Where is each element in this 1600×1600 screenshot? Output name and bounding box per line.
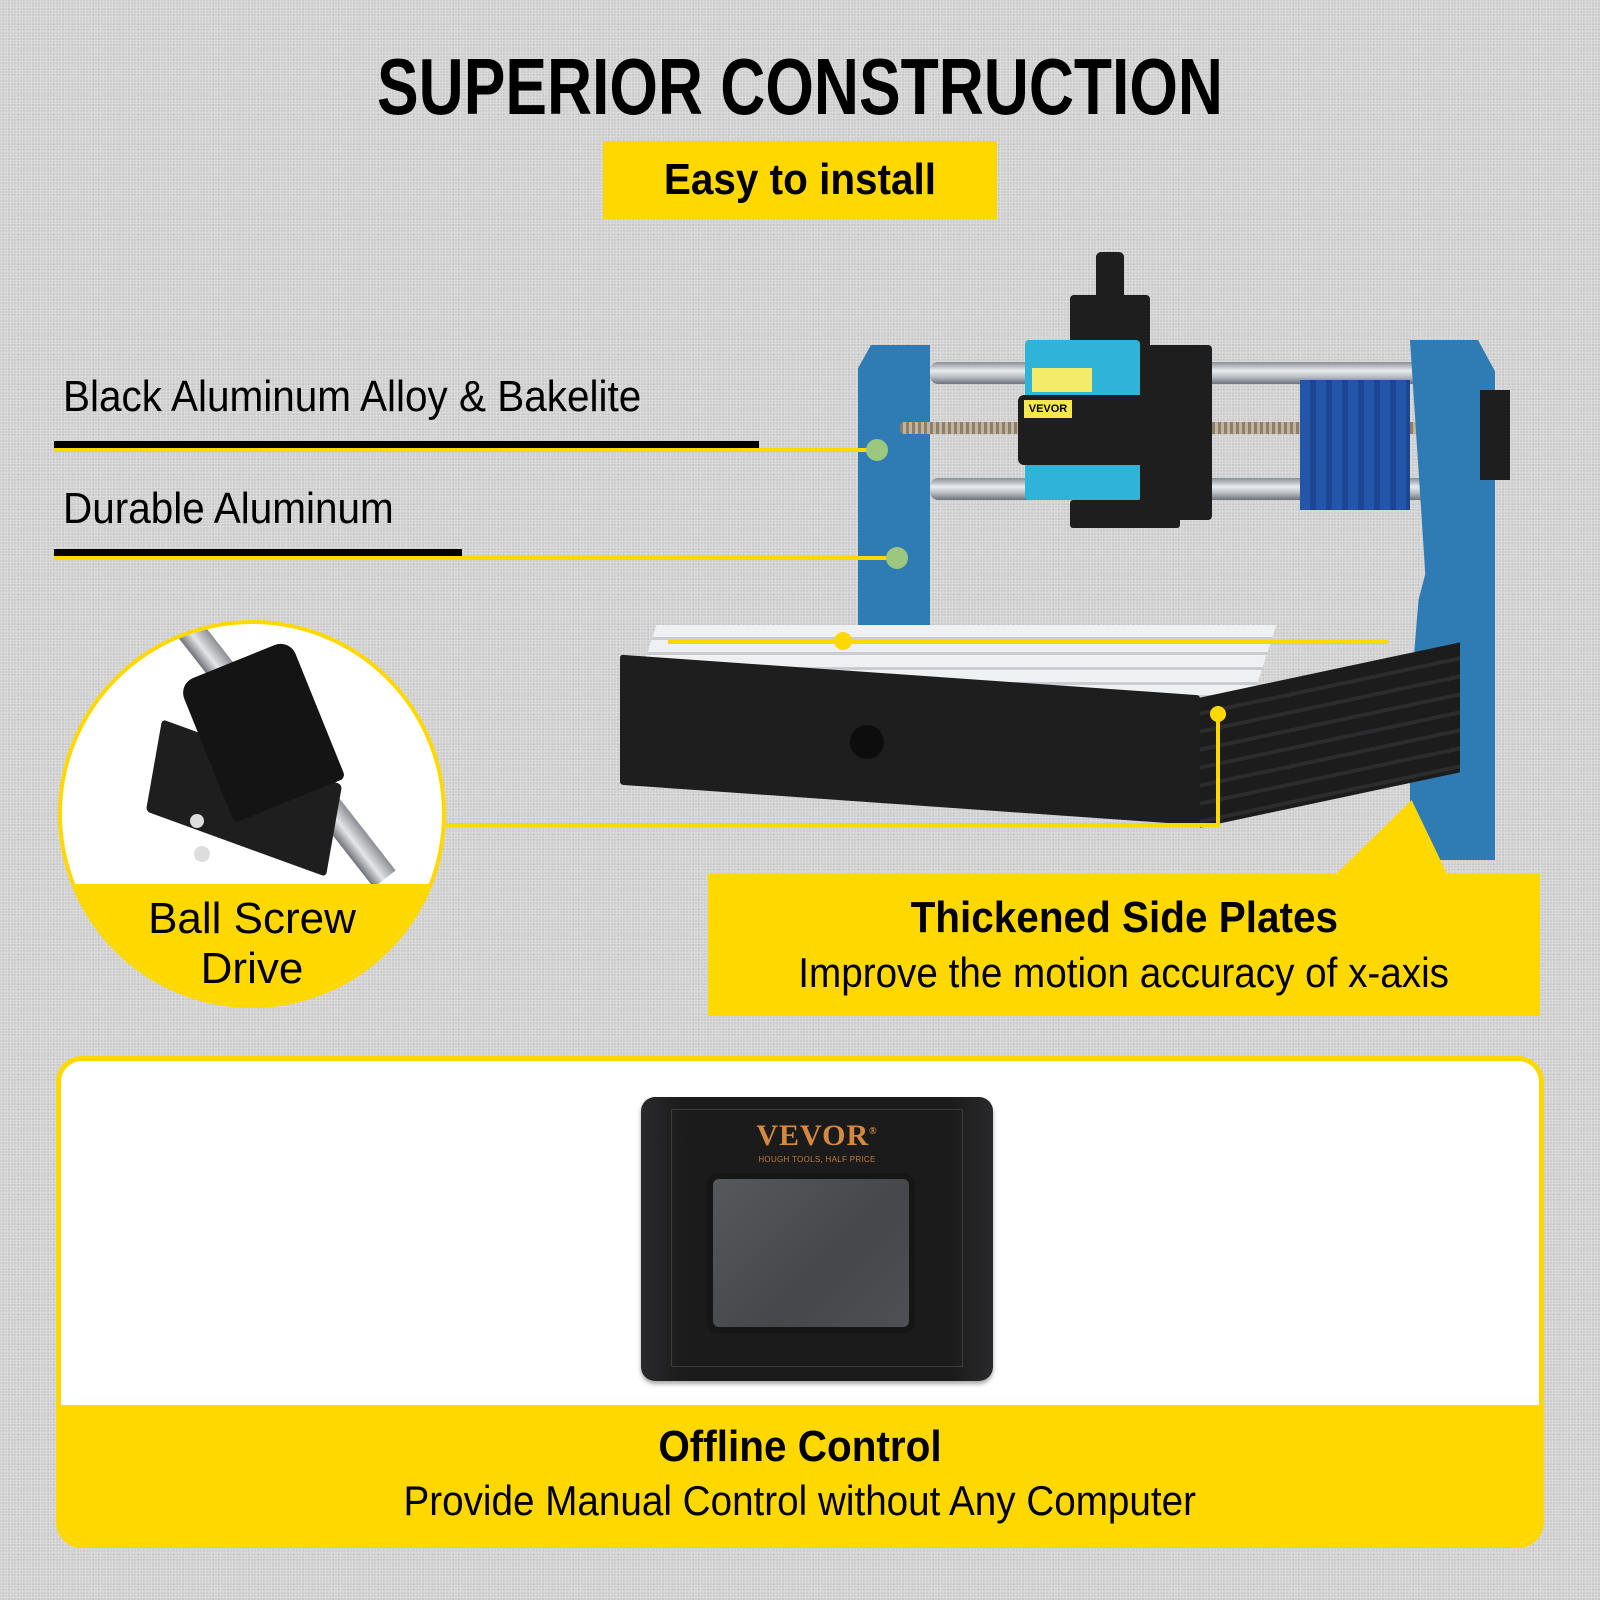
toolhead-base [1070,500,1180,528]
ball-screw-label-line2: Drive [200,944,304,993]
laser-caution-label [1032,368,1092,392]
side-plates-description: Improve the motion accuracy of x-axis [798,949,1450,996]
ball-screw-label-line1: Ball Screw [148,894,356,943]
side-plates-title: Thickened Side Plates [910,893,1338,942]
cnc-machine-image: VEVOR [600,250,1510,860]
offline-control-panel: VEVOR® HOUGH TOOLS, HALF PRICE Offline C… [56,1056,1544,1548]
brand-tagline: HOUGH TOOLS, HALF PRICE [758,1155,876,1164]
mounting-hole-top [190,814,204,828]
ball-screw-detail: Ball Screw Drive [58,620,446,1008]
label-black-aluminum: Black Aluminum Alloy & Bakelite [63,372,642,421]
offline-control-caption: Offline Control Provide Manual Control w… [61,1405,1539,1543]
side-plates-callout: Thickened Side Plates Improve the motion… [708,874,1540,1016]
x-axis-motor [1480,390,1510,480]
front-knob [850,725,884,759]
easy-install-label: Easy to install [663,155,937,204]
callout-dot-bed [834,632,852,650]
label-durable-aluminum-underline [54,549,462,557]
offline-control-description: Provide Manual Control without Any Compu… [403,1477,1197,1524]
label-durable-aluminum: Durable Aluminum [63,484,394,533]
mounting-hole-bottom [194,846,210,862]
offline-control-title: Offline Control [658,1422,942,1471]
callout-dot-ball-screw [1210,706,1226,722]
screen-glass [713,1179,909,1327]
laser-brand-label: VEVOR [1024,400,1072,418]
offline-controller-image: VEVOR® HOUGH TOOLS, HALF PRICE [641,1097,993,1381]
left-side-plate [858,345,930,635]
leader-line-bed [668,640,1388,644]
label-black-aluminum-underline [54,441,759,449]
callout-dot-black-aluminum [866,439,888,461]
registered-mark: ® [869,1126,878,1137]
callout-dot-durable-aluminum [886,547,908,569]
leader-line-black-aluminum [54,448,870,452]
leader-line-durable-aluminum [54,556,894,560]
page-title: SUPERIOR CONSTRUCTION [377,42,1223,131]
leader-line-ball-screw [446,823,1220,827]
leader-line-ball-screw-vertical [1216,715,1220,825]
vevor-logo: VEVOR® [756,1119,878,1152]
controller-screen [707,1173,915,1333]
controller-bezel [671,1109,963,1367]
control-board [1300,380,1410,510]
ball-screw-caption: Ball Screw Drive [62,884,442,1004]
adjust-knob [1096,252,1124,300]
easy-install-badge: Easy to install [603,141,997,219]
